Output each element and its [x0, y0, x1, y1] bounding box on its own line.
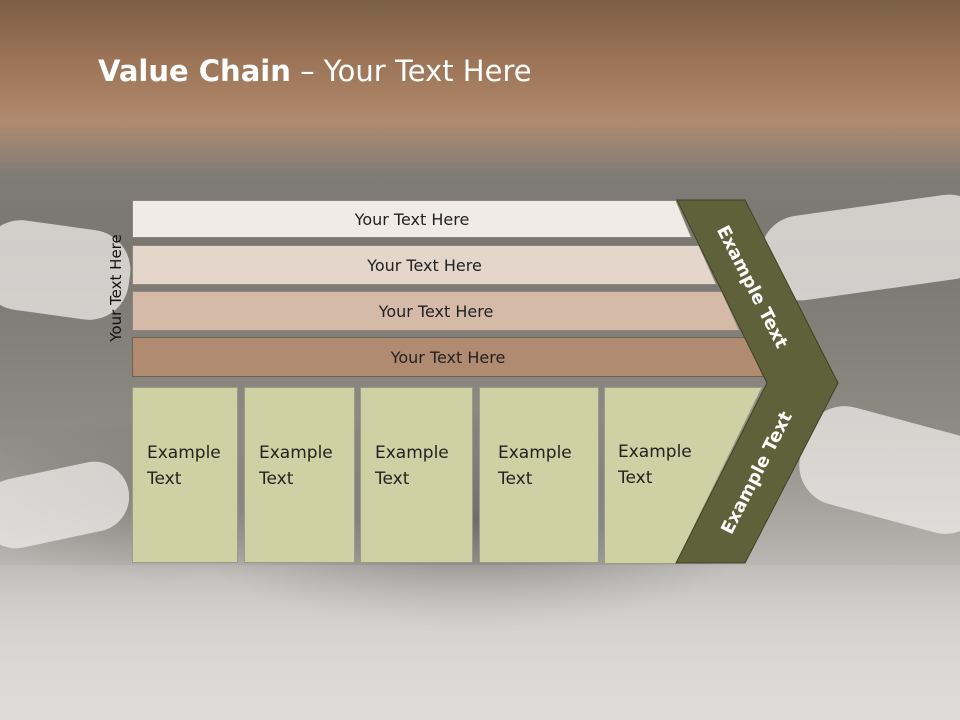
- primary-box-1[interactable]: Example Text: [132, 387, 238, 563]
- title-band: [0, 0, 960, 175]
- primary-box-1-label: Example Text: [147, 443, 221, 489]
- support-band-3[interactable]: Your Text Here: [132, 291, 740, 331]
- support-band-4[interactable]: Your Text Here: [132, 337, 764, 377]
- title-bold: Value Chain: [98, 54, 291, 88]
- support-band-2[interactable]: Your Text Here: [132, 245, 717, 285]
- support-band-1-shape: [132, 200, 692, 238]
- primary-box-2-label: Example Text: [259, 443, 333, 489]
- support-band-2-shape: [132, 245, 717, 285]
- primary-box-4-label: Example Text: [498, 443, 572, 489]
- primary-box-5[interactable]: Example Text: [604, 387, 724, 563]
- primary-box-5-label: Example Text: [618, 442, 692, 488]
- support-band-1-label: Your Text Here: [354, 209, 470, 229]
- primary-box-3[interactable]: Example Text: [360, 387, 473, 563]
- support-band-3-label: Your Text Here: [378, 301, 494, 321]
- margin-chevron-shape: [675, 199, 839, 564]
- support-band-4-label: Your Text Here: [390, 347, 506, 367]
- support-band-1[interactable]: Your Text Here: [132, 200, 692, 238]
- reflection-fade: [0, 565, 960, 720]
- page-title: Value Chain – Your Text Here: [98, 54, 532, 88]
- primary-box-3-label: Example Text: [375, 443, 449, 489]
- support-band-3-shape: [132, 291, 740, 331]
- support-band-3-fill: [132, 291, 740, 331]
- title-rest: – Your Text Here: [290, 54, 532, 88]
- support-band-2-label: Your Text Here: [367, 255, 482, 275]
- support-band-2-fill: [132, 245, 717, 285]
- primary-box-4[interactable]: Example Text: [479, 387, 599, 563]
- primary-box-2[interactable]: Example Text: [244, 387, 355, 563]
- support-band-1-fill: [132, 200, 692, 238]
